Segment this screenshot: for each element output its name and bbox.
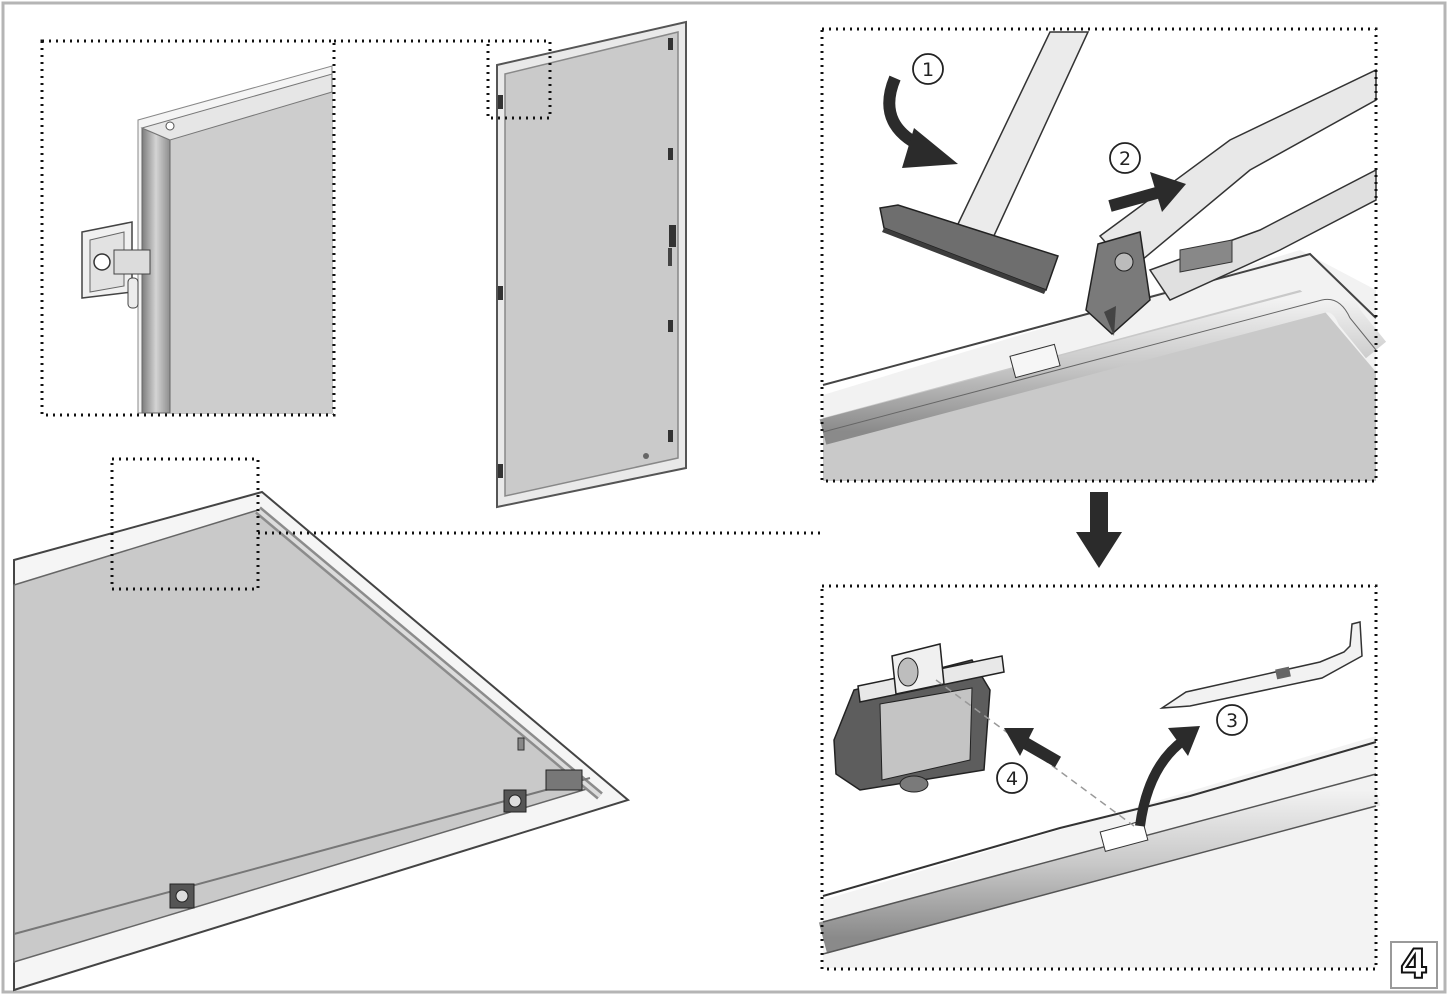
- detail-frame-step-1-2: [820, 27, 1378, 483]
- page-number-box: 4: [1390, 941, 1438, 989]
- hinge-bracket-mid: [503, 789, 527, 813]
- detail-frame-hinge: [40, 39, 336, 417]
- pin-tool-icon: [1159, 621, 1363, 709]
- detail-frame-flat-corner: [110, 457, 260, 591]
- detail-insert-hinge: [818, 621, 1381, 968]
- step-3-marker: 3: [1216, 704, 1248, 736]
- insert-arrow-icon: [1016, 734, 1062, 768]
- step-1-label: 1: [922, 59, 934, 81]
- step-4-marker: 4: [996, 762, 1028, 794]
- down-arrow-icon: [1076, 492, 1122, 568]
- hinge-icon: [81, 221, 151, 309]
- detail-frame-small-top: [486, 39, 552, 120]
- hammer-icon: [879, 31, 1090, 294]
- hinge-part-icon: [833, 643, 1005, 793]
- step-3-label: 3: [1226, 710, 1238, 732]
- pliers-icon: [1085, 68, 1377, 336]
- step-2-marker: 2: [1109, 142, 1141, 174]
- door-panel-flat: [13, 490, 631, 992]
- detail-hinge-closeup: [81, 65, 333, 414]
- pull-arrow-icon: [1108, 186, 1162, 212]
- hinge-bracket-left: [169, 883, 195, 909]
- step-2-label: 2: [1119, 148, 1131, 170]
- door-panel-upright: [496, 20, 687, 509]
- detail-remove-pin: [819, 31, 1387, 481]
- step-4-label: 4: [1006, 768, 1018, 790]
- page-number: 4: [1399, 942, 1429, 988]
- step-1-marker: 1: [912, 53, 944, 85]
- extract-arrow-icon: [1135, 735, 1188, 827]
